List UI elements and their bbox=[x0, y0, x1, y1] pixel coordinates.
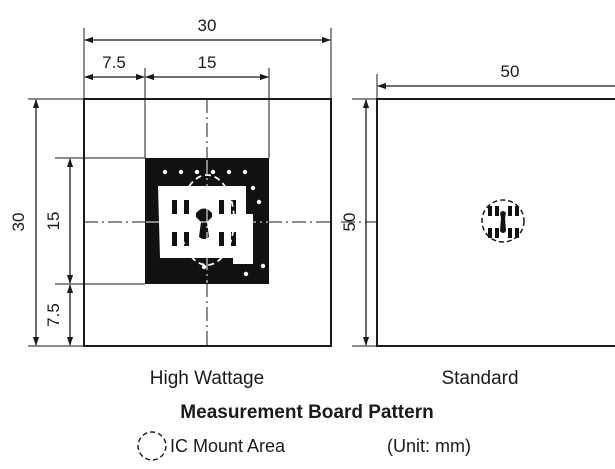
hw-dimension-lines bbox=[32, 36, 331, 346]
hw-vias bbox=[162, 169, 266, 277]
hw-center-lines-inner bbox=[146, 160, 268, 283]
hw-offset-y-label: 7.5 bbox=[44, 303, 63, 327]
hw-extension-lines bbox=[28, 28, 332, 347]
diagram-title: Measurement Board Pattern bbox=[180, 402, 433, 423]
hw-ic-pads bbox=[172, 200, 236, 246]
hw-center-lines bbox=[84, 99, 331, 346]
hw-ic-mount-area bbox=[179, 174, 235, 266]
high-wattage-caption: High Wattage bbox=[150, 368, 264, 389]
hw-pad-width-label: 15 bbox=[198, 53, 217, 72]
legend: IC Mount Area (Unit: mm) bbox=[137, 431, 471, 461]
hw-offset-x-label: 7.5 bbox=[102, 53, 126, 72]
std-board-outline bbox=[376, 98, 615, 347]
std-extension-lines bbox=[352, 74, 378, 347]
hw-total-height-label: 30 bbox=[9, 213, 28, 232]
legend-mount-area-label: IC Mount Area bbox=[170, 436, 286, 456]
standard-board: 50 50 Standard bbox=[340, 62, 615, 389]
standard-caption: Standard bbox=[441, 368, 518, 389]
legend-mount-area-icon bbox=[137, 431, 167, 461]
std-ic-mount-area bbox=[481, 199, 525, 243]
hw-pad-height-label: 15 bbox=[44, 212, 63, 231]
std-width-label: 50 bbox=[501, 62, 520, 81]
std-ic-footprint bbox=[488, 206, 519, 238]
high-wattage-board: 30 7.5 15 30 15 7.5 bbox=[9, 16, 332, 389]
legend-unit-label: (Unit: mm) bbox=[387, 436, 471, 456]
hw-total-width-label: 30 bbox=[198, 16, 217, 35]
